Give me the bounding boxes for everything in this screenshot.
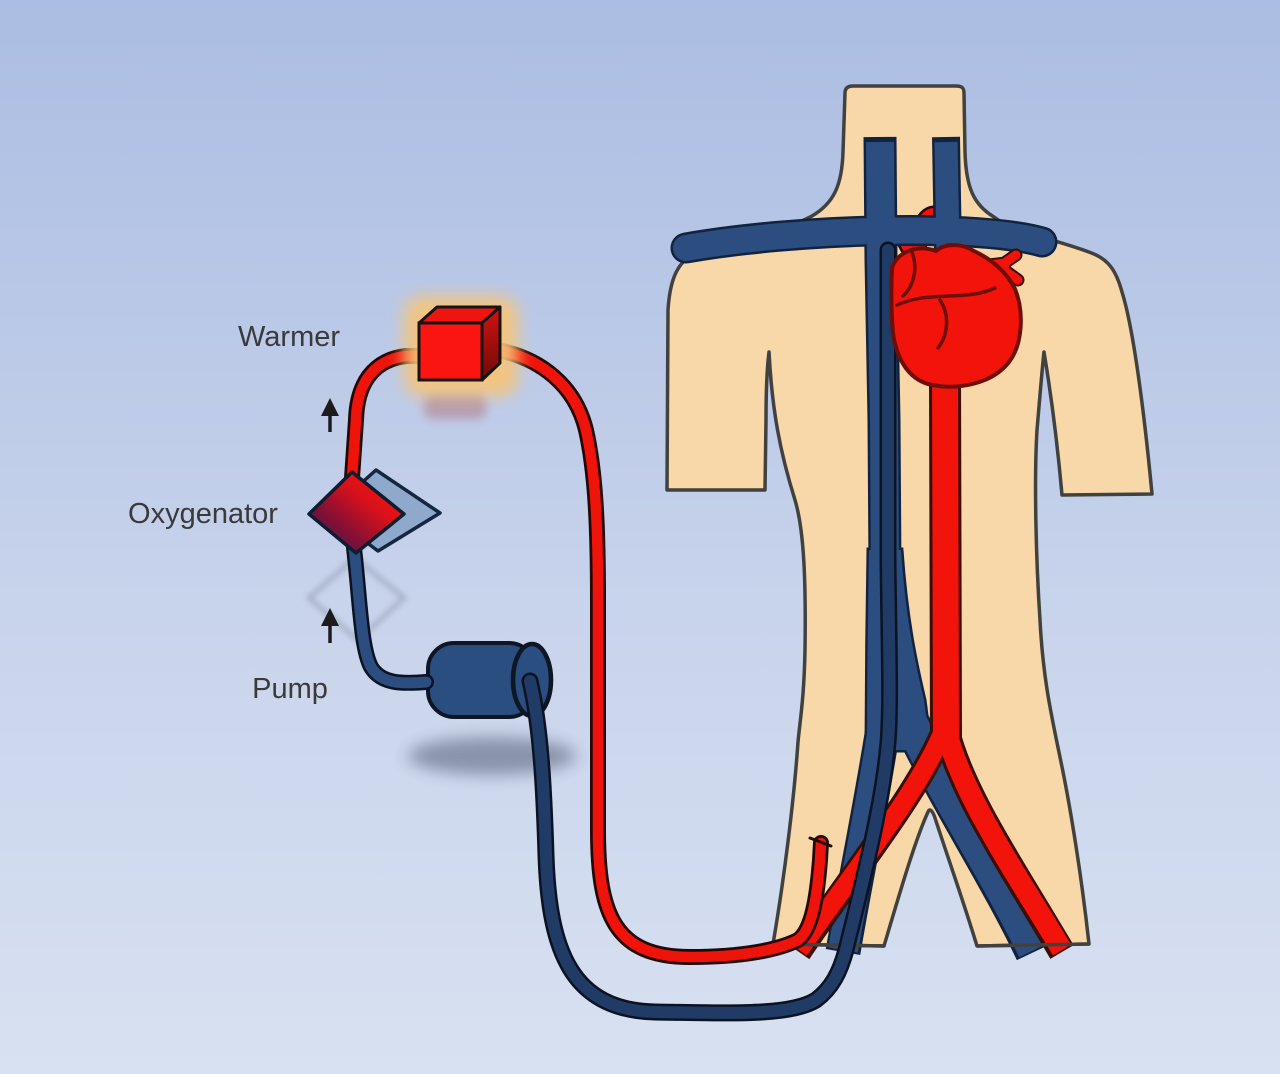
- warmer-front-face: [417, 321, 484, 382]
- right-iliac-artery: [935, 727, 1072, 956]
- arrow-pump-to-oxygenator: [321, 608, 339, 643]
- subclavian-vein: [673, 217, 1055, 261]
- heart-detail-lines: [895, 250, 997, 350]
- oxygenator-front-face: [307, 470, 406, 555]
- oxygenator-to-warmer-tube: [344, 348, 432, 486]
- descending-aorta: [932, 375, 959, 741]
- pump-to-oxygenator-tube: [346, 540, 434, 691]
- heart: [889, 243, 1025, 389]
- pump-shadow: [408, 737, 576, 775]
- warmer-label: Warmer: [238, 321, 340, 353]
- cannula-tip-mark: [808, 836, 833, 848]
- venous-cannula: [521, 241, 899, 1022]
- warmer-reflection: [424, 392, 486, 419]
- oxygenator: [307, 468, 442, 555]
- arrow-oxygenator-to-warmer: [321, 398, 339, 432]
- heart-body: [889, 243, 1023, 389]
- arteries: [791, 375, 1072, 956]
- left-iliac-artery: [791, 728, 952, 956]
- right-iliac-vein: [890, 705, 1049, 958]
- leg-cut-lines: [772, 942, 1090, 948]
- arterial-return-tube: [489, 342, 833, 966]
- warmer: [404, 296, 518, 396]
- torso-silhouette: [665, 84, 1154, 948]
- pump-label: Pump: [252, 673, 328, 705]
- oxygenator-label: Oxygenator: [128, 498, 278, 530]
- flow-arrows: [321, 398, 339, 643]
